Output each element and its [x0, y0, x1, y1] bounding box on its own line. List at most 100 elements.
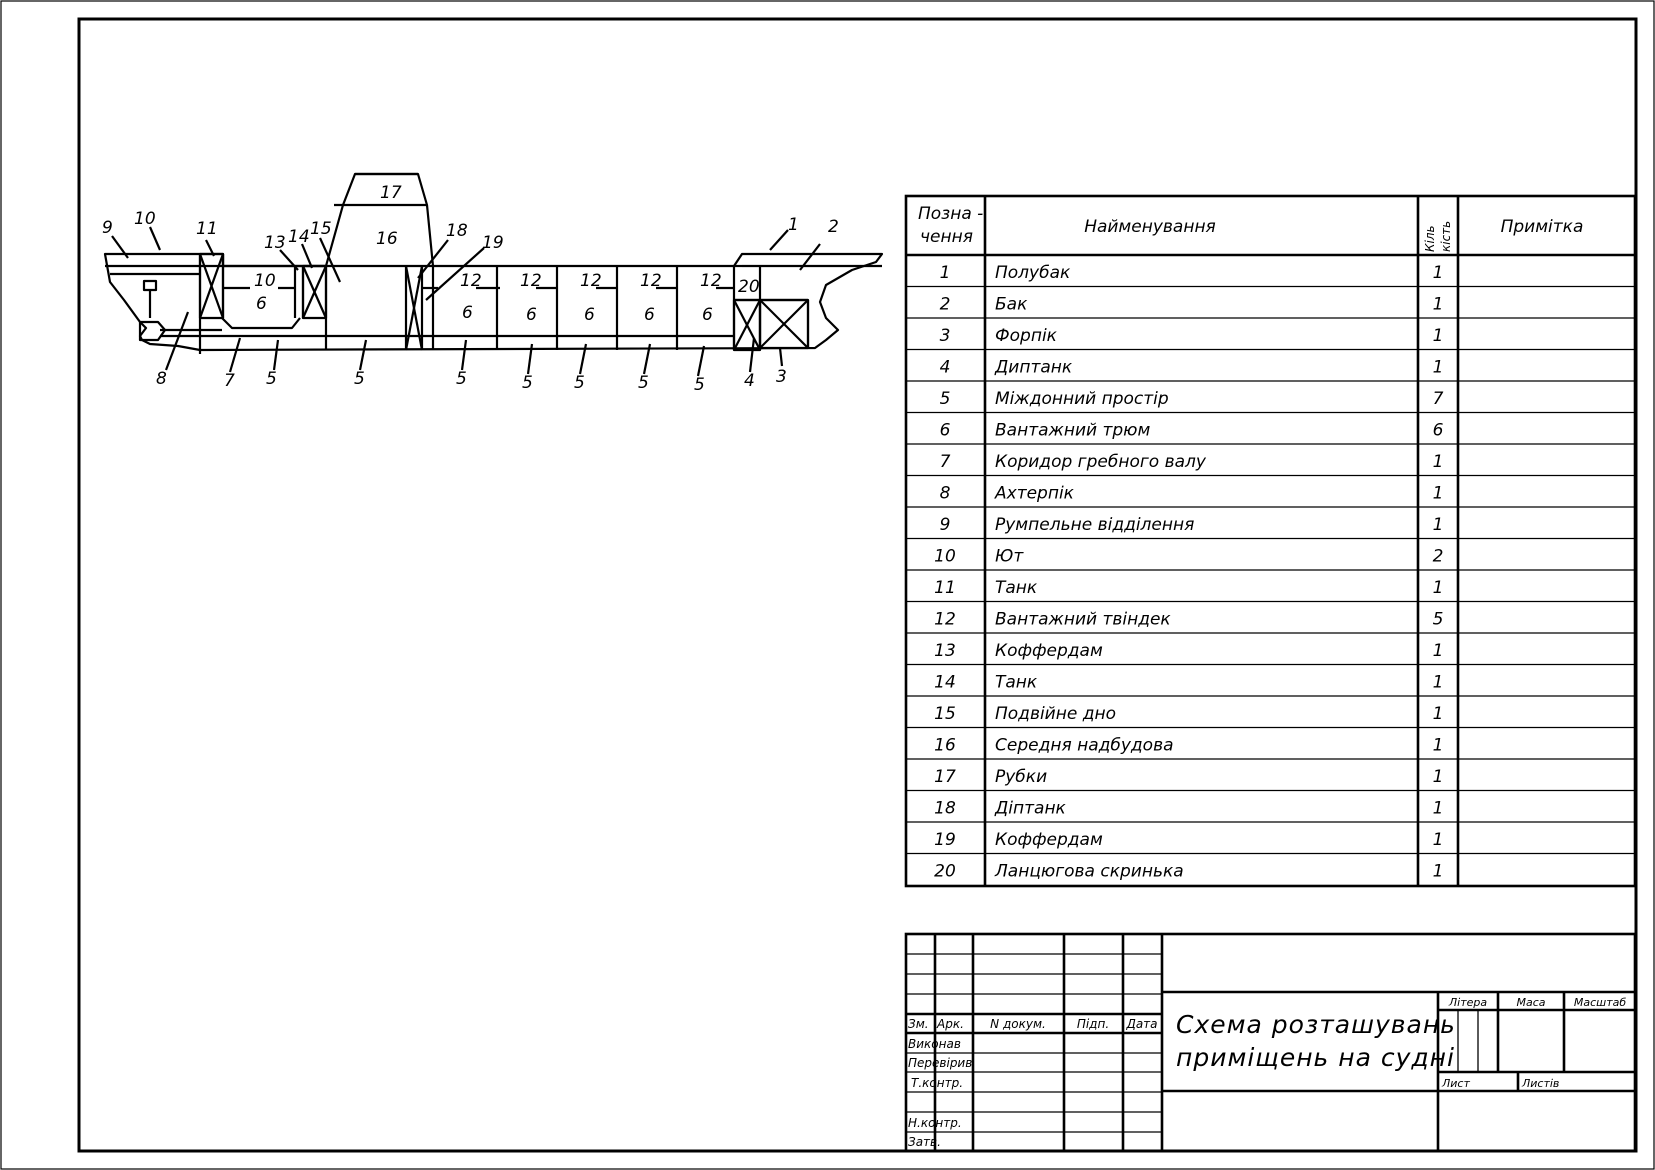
tb-sheets: Листів — [1521, 1077, 1559, 1090]
drawing-title-line1: Схема розташувань — [1176, 1010, 1456, 1039]
label-12-b: 12 — [520, 271, 542, 291]
row-name: Ют — [995, 547, 1024, 567]
tb-scale: Масштаб — [1574, 996, 1626, 1009]
row-name: Ахтерпік — [994, 484, 1075, 504]
label-3: 3 — [776, 367, 787, 387]
tb-col-date: Дата — [1125, 1017, 1157, 1031]
row-quantity: 1 — [1433, 673, 1444, 693]
label-5-f: 5 — [638, 373, 649, 393]
label-13: 13 — [264, 233, 286, 253]
tb-col-doc: N докум. — [990, 1017, 1046, 1031]
tb-col-zm: Зм. — [908, 1017, 929, 1031]
row-quantity: 1 — [1433, 263, 1444, 283]
spec-table: Позна - чення Найменування Кіль кість Пр… — [904, 194, 1637, 888]
label-5-d: 5 — [522, 373, 533, 393]
label-4: 4 — [744, 371, 755, 391]
row-quantity: 1 — [1433, 578, 1444, 598]
row-name: Вантажний твіндек — [995, 610, 1171, 630]
row-designation: 4 — [940, 358, 951, 378]
header-designation-2: чення — [920, 227, 973, 247]
row-quantity: 7 — [1433, 389, 1444, 409]
label-9: 9 — [102, 218, 113, 238]
row-designation: 3 — [940, 326, 951, 346]
row-designation: 2 — [940, 295, 951, 315]
row-name: Танк — [995, 673, 1038, 693]
row-name: Вантажний трюм — [995, 421, 1150, 441]
label-20: 20 — [738, 277, 760, 297]
row-quantity: 1 — [1433, 641, 1444, 661]
row-name: Бак — [995, 295, 1028, 315]
label-5-g: 5 — [694, 375, 705, 395]
row-quantity: 1 — [1433, 452, 1444, 472]
ship-labels: 9 10 11 13 14 15 17 16 18 19 1 2 10 6 12… — [102, 183, 839, 395]
row-quantity: 1 — [1433, 799, 1444, 819]
row-name: Коффердам — [995, 641, 1103, 661]
row-name: Подвійне дно — [995, 704, 1116, 724]
row-designation: 10 — [934, 547, 956, 567]
label-6-a: 6 — [462, 303, 473, 323]
row-name: Коридор гребного валу — [995, 452, 1207, 472]
ship-diagram — [103, 172, 884, 377]
title-block: Зм. Арк. N докум. Підп. Дата Виконав Пер… — [904, 932, 1637, 1153]
row-quantity: 1 — [1433, 704, 1444, 724]
label-14: 14 — [288, 227, 310, 247]
row-quantity: 1 — [1433, 767, 1444, 787]
label-5-e: 5 — [574, 373, 585, 393]
row-name: Середня надбудова — [995, 736, 1174, 756]
row-name: Полубак — [995, 263, 1071, 283]
hull-outline — [103, 172, 884, 352]
label-2: 2 — [828, 217, 839, 237]
label-1: 1 — [788, 215, 799, 235]
header-qty-2: кість — [1439, 221, 1453, 252]
row-designation: 20 — [934, 862, 956, 882]
row-name: Ланцюгова скринька — [994, 862, 1184, 882]
label-6-b: 6 — [526, 305, 537, 325]
row-designation: 6 — [940, 421, 951, 441]
label-5-c: 5 — [456, 369, 467, 389]
label-11: 11 — [196, 219, 218, 239]
tb-row-checked: Перевірив — [908, 1056, 972, 1070]
row-designation: 14 — [934, 673, 956, 693]
tb-col-sign: Підп. — [1077, 1017, 1109, 1031]
row-designation: 1 — [940, 263, 951, 283]
row-quantity: 1 — [1433, 830, 1444, 850]
row-designation: 5 — [940, 389, 951, 409]
drawing-title-line2: приміщень на судні — [1176, 1043, 1455, 1072]
row-quantity: 1 — [1433, 295, 1444, 315]
header-designation-1: Позна - — [918, 204, 983, 224]
label-12-c: 12 — [580, 271, 602, 291]
label-8: 8 — [156, 369, 167, 389]
label-17: 17 — [380, 183, 402, 203]
tb-mass: Маса — [1516, 996, 1545, 1009]
tb-row-done: Виконав — [908, 1037, 961, 1051]
label-12-a: 12 — [460, 271, 482, 291]
row-designation: 16 — [934, 736, 956, 756]
row-designation: 18 — [934, 799, 956, 819]
label-7: 7 — [224, 371, 235, 391]
label-16: 16 — [376, 229, 398, 249]
row-designation: 17 — [934, 767, 956, 787]
row-name: Коффердам — [995, 830, 1103, 850]
tb-row-tcontr: Т.контр. — [911, 1076, 963, 1090]
label-5-b: 5 — [354, 369, 365, 389]
row-quantity: 1 — [1433, 736, 1444, 756]
label-15: 15 — [310, 219, 332, 239]
row-quantity: 1 — [1433, 484, 1444, 504]
row-quantity: 1 — [1433, 358, 1444, 378]
row-name: Диптанк — [994, 358, 1073, 378]
header-qty-1: Кіль — [1423, 225, 1437, 252]
row-quantity: 2 — [1433, 547, 1444, 567]
label-18: 18 — [446, 221, 468, 241]
tb-litera: Літера — [1448, 996, 1487, 1009]
tb-row-approved: Затв. — [908, 1135, 941, 1149]
row-quantity: 1 — [1433, 515, 1444, 535]
row-designation: 7 — [940, 452, 951, 472]
row-quantity: 1 — [1433, 326, 1444, 346]
label-12-d: 12 — [640, 271, 662, 291]
row-quantity: 1 — [1433, 862, 1444, 882]
row-name: Румпельне відділення — [995, 515, 1194, 535]
row-designation: 11 — [934, 578, 956, 598]
drawing-frame — [77, 17, 1638, 1153]
